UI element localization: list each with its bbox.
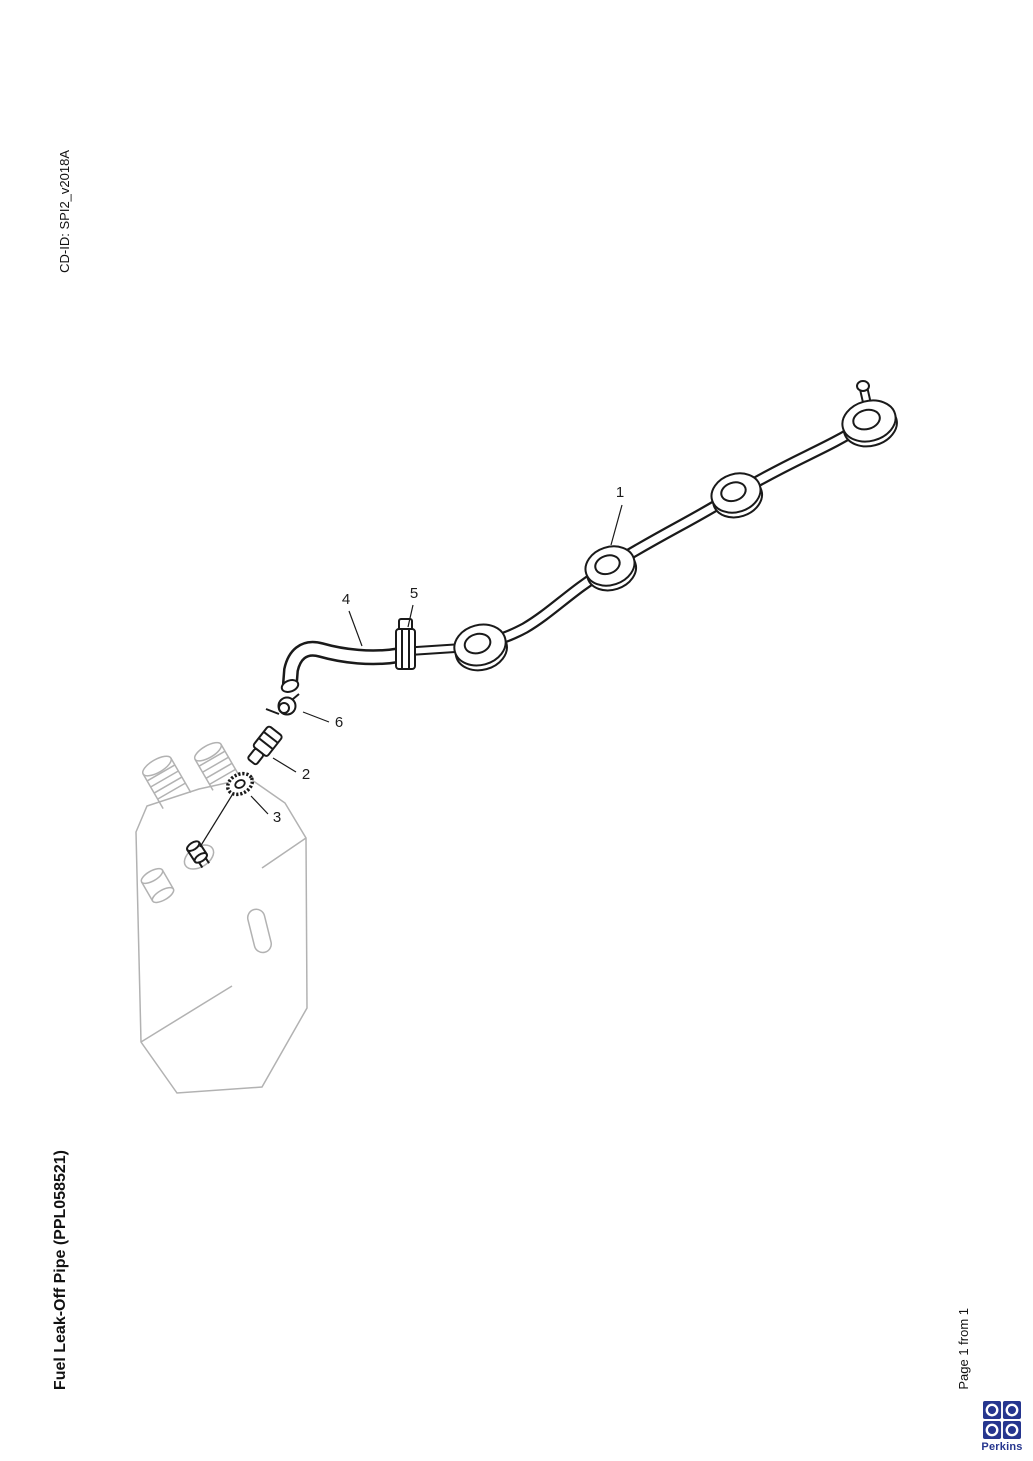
perkins-wordmark: Perkins bbox=[981, 1441, 1023, 1453]
spring-clip bbox=[265, 693, 300, 716]
callout-4: 4 bbox=[342, 591, 350, 608]
leak-off-pipe bbox=[480, 420, 868, 648]
injection-pump-outline bbox=[135, 741, 308, 1094]
callout-3: 3 bbox=[273, 809, 281, 826]
assembly-axis-line bbox=[199, 791, 235, 848]
leader-line-3 bbox=[250, 795, 269, 815]
washer bbox=[225, 771, 255, 797]
banjo-fitting-1 bbox=[841, 399, 898, 448]
leader-line-2 bbox=[272, 757, 297, 773]
perkins-logo: Perkins bbox=[979, 1401, 1025, 1453]
leader-line-6 bbox=[302, 711, 330, 723]
pump-stud bbox=[186, 840, 210, 869]
leader-line-5 bbox=[407, 604, 414, 628]
connector bbox=[247, 725, 283, 766]
callout-1: 1 bbox=[616, 484, 624, 501]
perkins-logo-mark bbox=[983, 1401, 1021, 1439]
banjo-fitting-4 bbox=[453, 623, 508, 672]
callout-5: 5 bbox=[410, 585, 418, 602]
callout-6: 6 bbox=[335, 714, 343, 731]
leader-line-4 bbox=[348, 610, 363, 647]
leader-line-1 bbox=[610, 504, 623, 546]
banjo-fitting-3 bbox=[584, 545, 638, 592]
hose-clamp bbox=[395, 618, 416, 670]
callout-2: 2 bbox=[302, 766, 310, 783]
banjo-fitting-2 bbox=[710, 472, 764, 519]
elbow-hose bbox=[280, 640, 408, 693]
